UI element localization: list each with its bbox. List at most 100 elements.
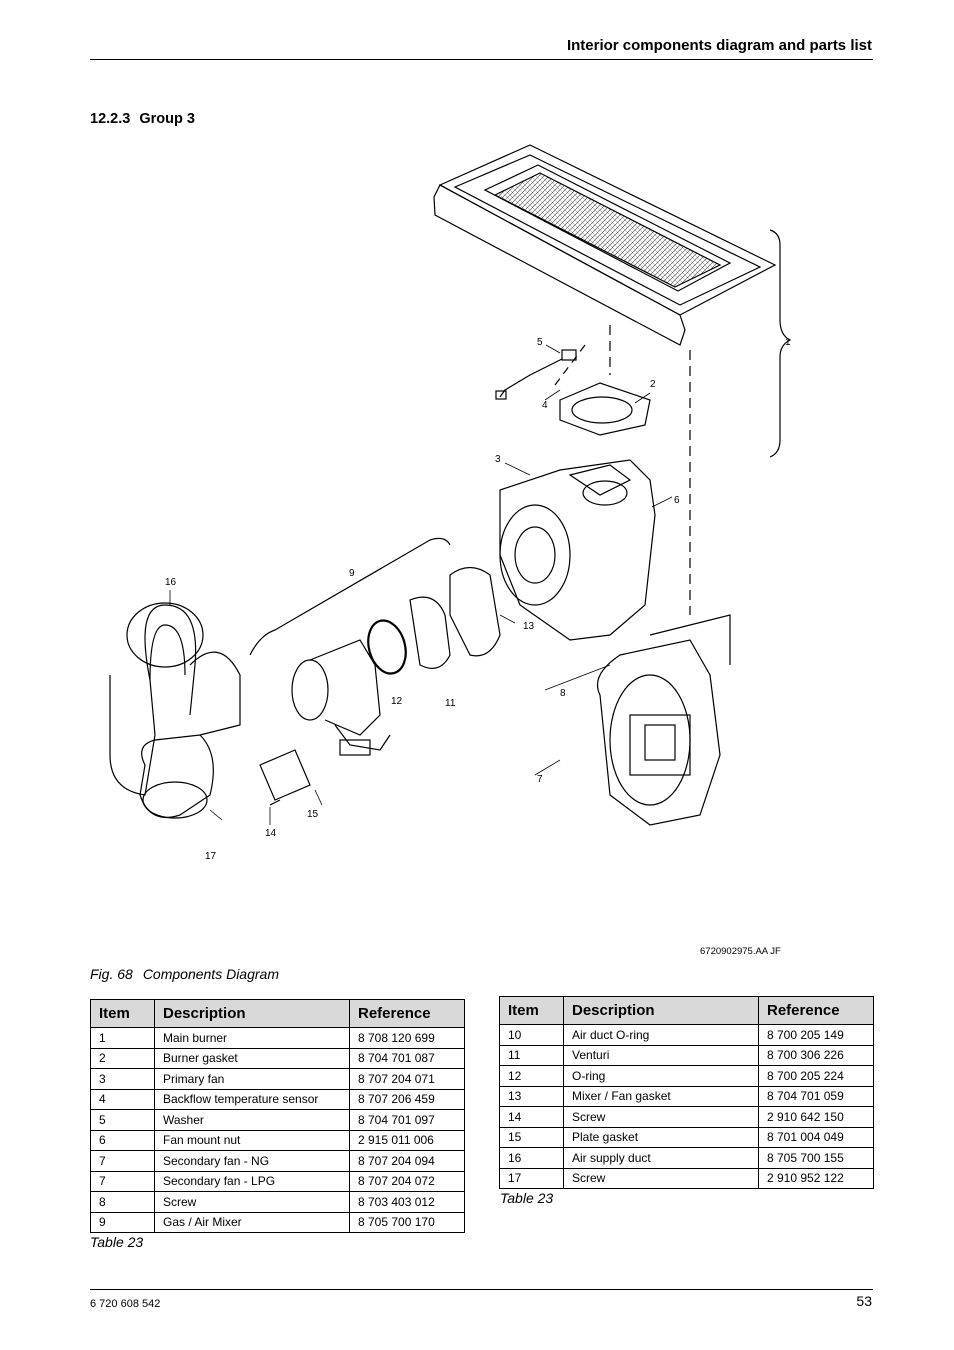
description-cell: Air duct O-ring: [563, 1024, 759, 1046]
sensor-drawing: [495, 349, 577, 400]
reference-cell: 8 704 701 059: [758, 1085, 874, 1107]
item-cell: 3: [90, 1068, 155, 1090]
item-cell: 2: [90, 1047, 155, 1069]
reference-cell: 8 700 205 149: [758, 1024, 874, 1046]
gas-air-mixer-drawing: [291, 639, 391, 756]
reference-cell: 2 910 952 122: [758, 1167, 874, 1189]
callout-7: 7: [537, 774, 543, 785]
column-header-item: Item: [90, 999, 155, 1028]
item-cell: 11: [499, 1044, 564, 1066]
table-caption-right: Table 23: [500, 1190, 554, 1206]
air-supply-duct-drawing: [109, 602, 241, 819]
page-number: 53: [856, 1293, 872, 1309]
item-cell: 9: [90, 1211, 155, 1233]
reference-cell: 8 707 206 459: [349, 1088, 465, 1110]
description-cell: Plate gasket: [563, 1126, 759, 1148]
item-cell: 17: [499, 1167, 564, 1189]
table-header-row: Item Description Reference: [499, 996, 874, 1025]
description-cell: Main burner: [154, 1027, 350, 1049]
reference-cell: 8 703 403 012: [349, 1191, 465, 1213]
callout-14: 14: [265, 828, 277, 839]
callout-5: 5: [537, 337, 543, 348]
callout-16: 16: [165, 577, 177, 588]
mixer-fan-gasket-drawing: [449, 566, 501, 657]
reference-cell: 8 708 120 699: [349, 1027, 465, 1049]
primary-fan-drawing: [499, 459, 656, 641]
callout-13: 13: [523, 621, 535, 632]
item-cell: 7: [90, 1150, 155, 1172]
reference-cell: 8 707 204 072: [349, 1170, 465, 1192]
description-cell: Washer: [154, 1109, 350, 1131]
header-title: Interior components diagram and parts li…: [566, 37, 872, 54]
reference-cell: 8 707 204 071: [349, 1068, 465, 1090]
section-number: 12.2.3: [90, 111, 131, 127]
venturi-drawing: [409, 596, 451, 669]
item-cell: 7: [90, 1170, 155, 1192]
callout-8: 8: [560, 688, 566, 699]
table-header-row: Item Description Reference: [90, 999, 465, 1028]
item-cell: 15: [499, 1126, 564, 1148]
plate-gasket-drawing: [259, 749, 311, 801]
reference-cell: 8 701 004 049: [758, 1126, 874, 1148]
reference-cell: 8 705 700 155: [758, 1147, 874, 1169]
callout-1: 1: [785, 337, 791, 348]
reference-cell: 2 910 642 150: [758, 1106, 874, 1128]
reference-cell: 8 707 204 094: [349, 1150, 465, 1172]
description-cell: Screw: [563, 1167, 759, 1189]
figure-caption-text: Components Diagram: [142, 966, 279, 982]
callout-12: 12: [391, 696, 403, 707]
callout-6: 6: [674, 495, 680, 506]
item-cell: 12: [499, 1065, 564, 1087]
item-cell: 16: [499, 1147, 564, 1169]
description-cell: O-ring: [563, 1065, 759, 1087]
callout-15: 15: [307, 809, 319, 820]
description-cell: Screw: [563, 1106, 759, 1128]
callout-3: 3: [495, 454, 501, 465]
o-ring-drawing: [367, 619, 407, 675]
description-cell: Air supply duct: [563, 1147, 759, 1169]
burner-gasket-drawing: [559, 382, 651, 436]
secondary-fan-drawing: [596, 614, 731, 826]
item-cell: 13: [499, 1085, 564, 1107]
description-cell: Secondary fan - LPG: [154, 1170, 350, 1192]
callout-9: 9: [349, 568, 355, 579]
callout-11: 11: [445, 698, 456, 709]
item-cell: 6: [90, 1129, 155, 1151]
description-cell: Gas / Air Mixer: [154, 1211, 350, 1233]
callout-4: 4: [542, 400, 548, 411]
reference-cell: 8 704 701 097: [349, 1109, 465, 1131]
description-cell: Primary fan: [154, 1068, 350, 1090]
footer-rule: [90, 1289, 873, 1290]
column-header-description: Description: [563, 996, 759, 1025]
reference-cell: 8 705 700 170: [349, 1211, 465, 1233]
item-cell: 4: [90, 1088, 155, 1110]
callout-2: 2: [650, 379, 656, 390]
callout-17: 17: [205, 851, 217, 862]
column-header-reference: Reference: [349, 999, 465, 1028]
main-burner-drawing: [433, 144, 777, 346]
column-header-description: Description: [154, 999, 350, 1028]
description-cell: Mixer / Fan gasket: [563, 1085, 759, 1107]
components-diagram: 1 2 3 4 5 6 7 8 9 11 12 13 14 15 16 17: [90, 135, 873, 935]
description-cell: Backflow temperature sensor: [154, 1088, 350, 1110]
description-cell: Venturi: [563, 1044, 759, 1066]
